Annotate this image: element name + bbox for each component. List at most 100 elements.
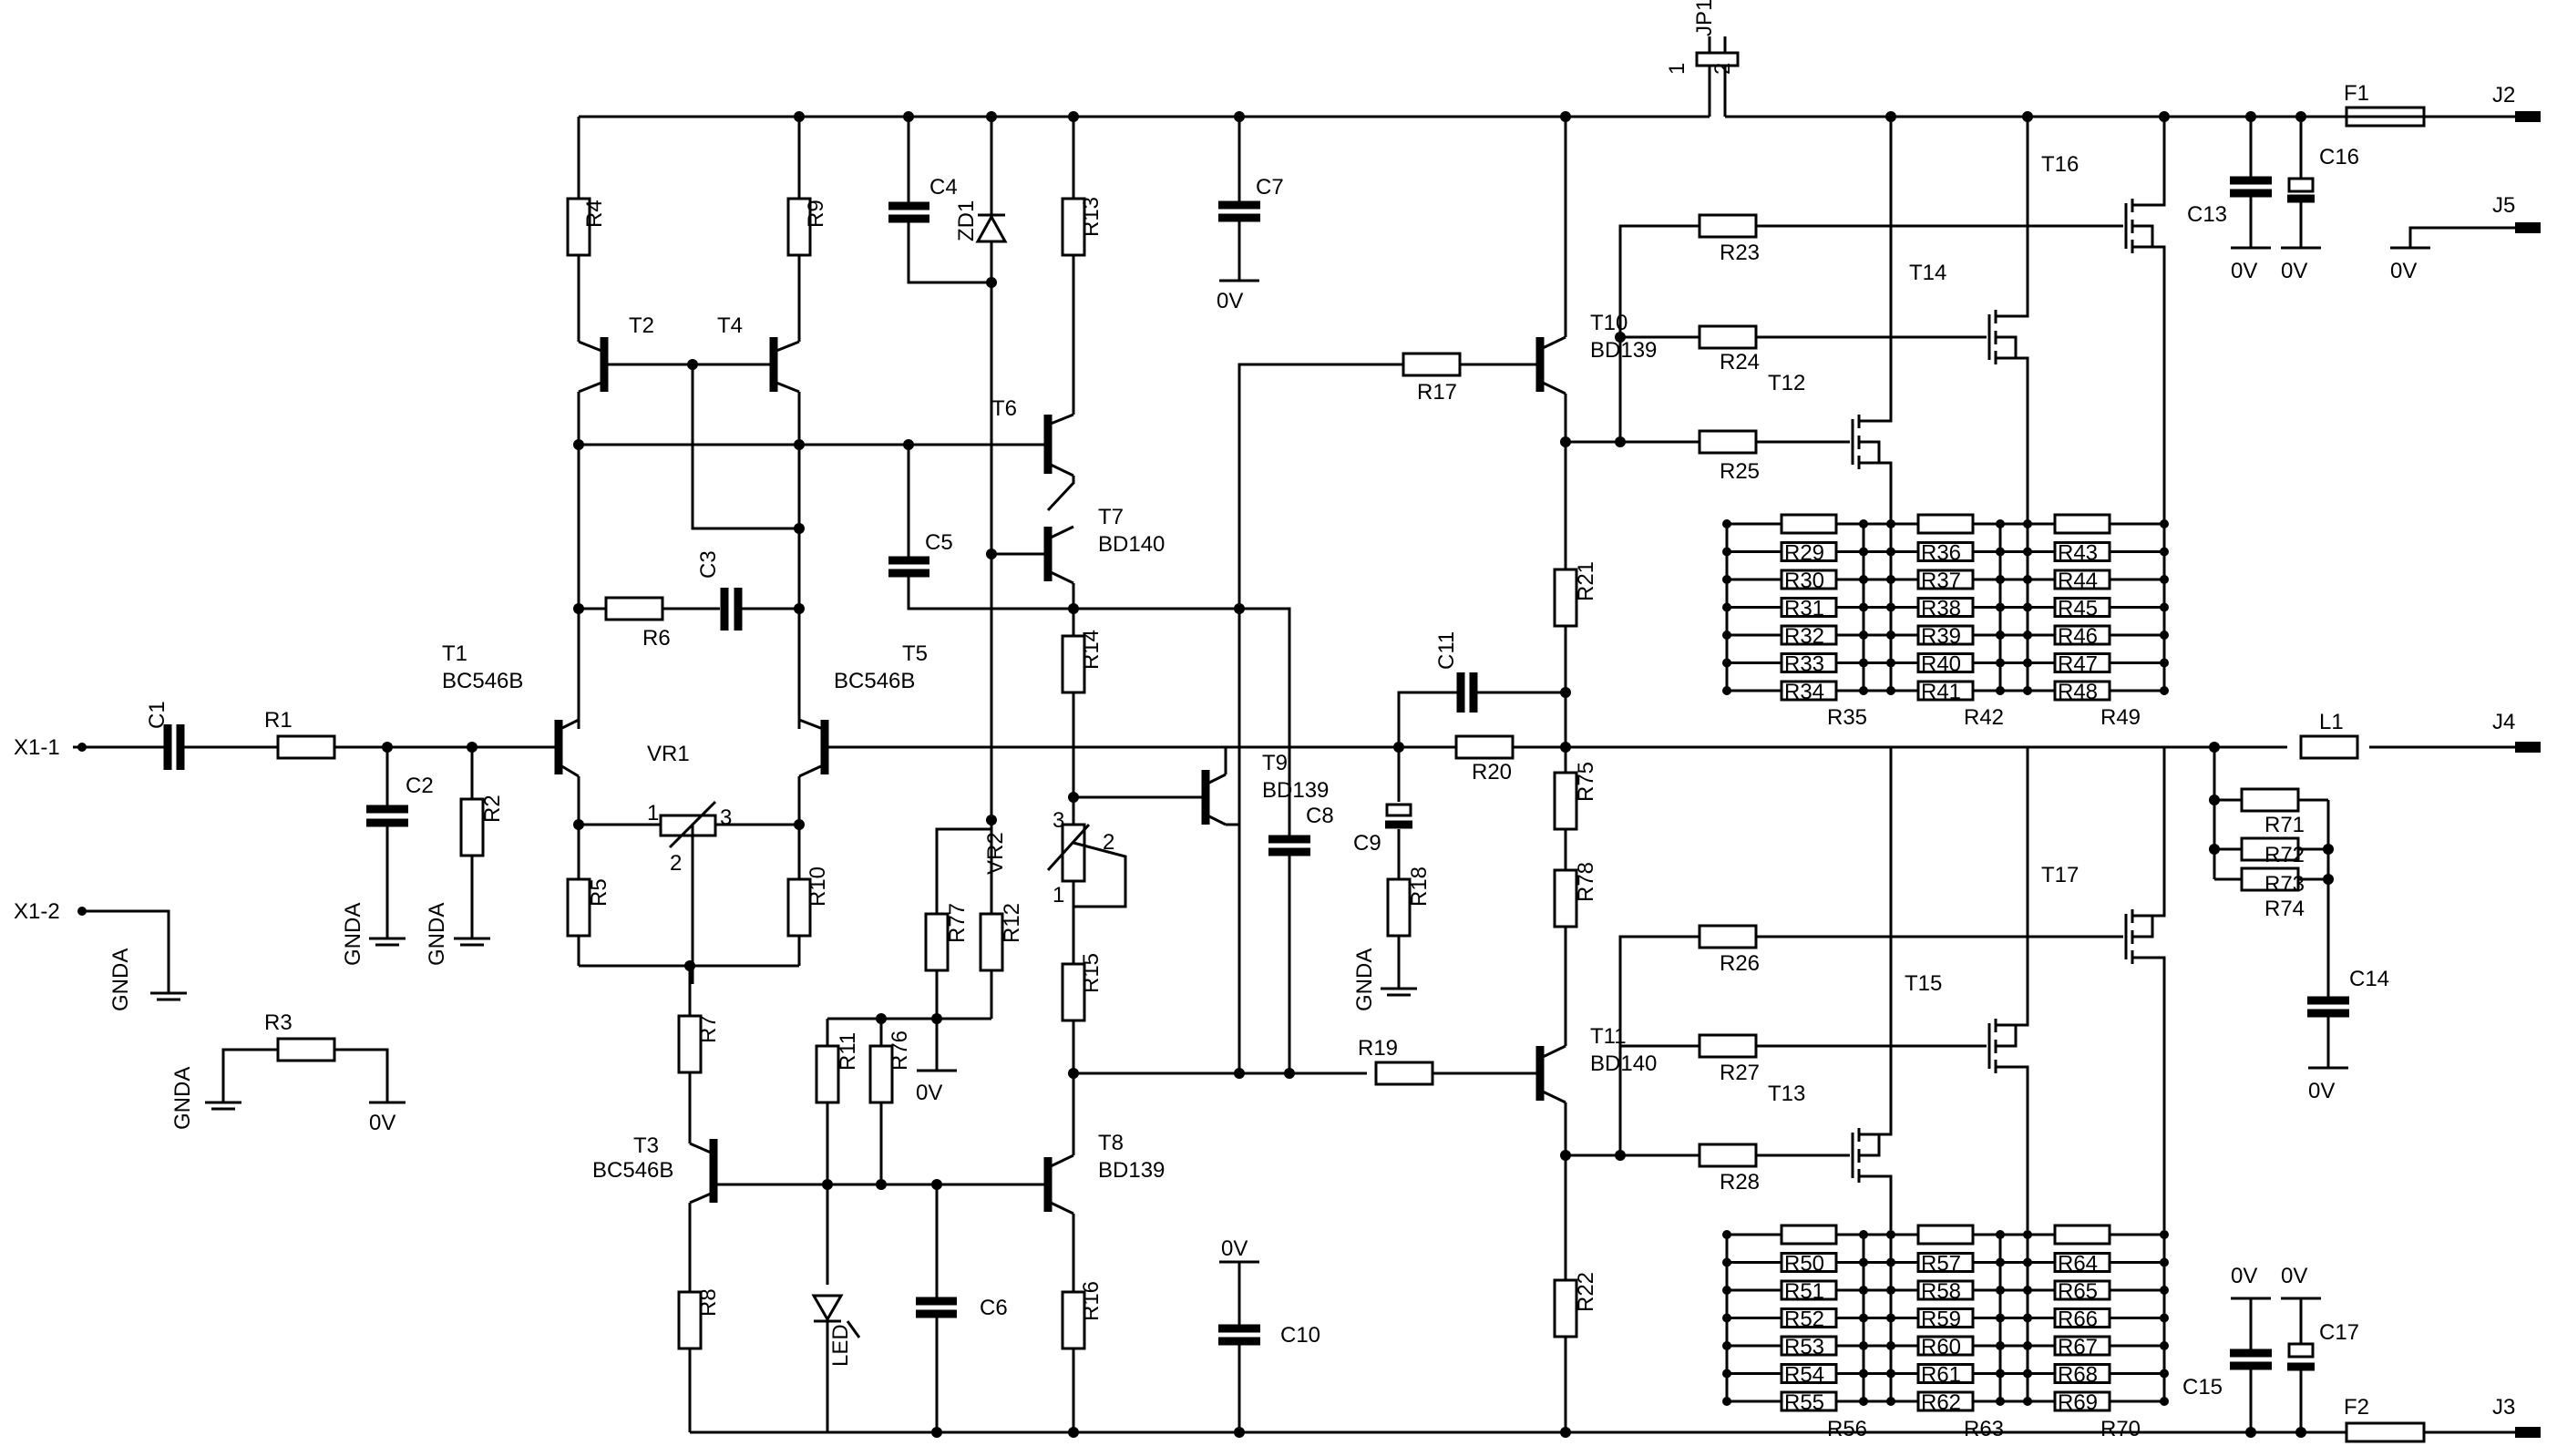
svg-text:R18: R18: [1407, 866, 1432, 907]
resistor-r9: R9: [786, 117, 828, 342]
svg-text:BD140: BD140: [1098, 532, 1165, 557]
bank-resistor-label: R58: [1921, 1279, 1961, 1304]
svg-text:3: 3: [720, 805, 732, 830]
resistor-r8: R8: [677, 1288, 721, 1432]
svg-text:R27: R27: [1720, 1061, 1760, 1085]
svg-text:R75: R75: [1574, 762, 1598, 802]
svg-text:R2: R2: [480, 795, 505, 823]
svg-text:R49: R49: [2100, 705, 2141, 730]
svg-text:GNDA: GNDA: [108, 948, 133, 1011]
mosfet-t12: T12: [1768, 117, 1893, 524]
svg-text:R10: R10: [806, 866, 830, 907]
bias-line-t6: [573, 439, 1048, 450]
mosfet-t13: T13: [1768, 747, 1893, 1230]
transistor-t7: T7 BD140: [991, 505, 1165, 629]
bank-resistor-label: R62: [1921, 1390, 1961, 1415]
svg-text:T12: T12: [1768, 371, 1805, 395]
svg-text:0V: 0V: [2308, 1079, 2335, 1103]
mosfet-t14: T14: [1909, 117, 2029, 524]
capacitor-c16: C16 0V: [2281, 117, 2359, 283]
bank-resistor-label: R37: [1921, 569, 1961, 593]
terminal-j3[interactable]: J3: [2492, 1395, 2541, 1438]
capacitor-c8: C8: [1268, 804, 1334, 1073]
transistor-t5: T5 BC546B: [797, 641, 928, 825]
svg-text:0V: 0V: [2231, 259, 2257, 283]
input-x1-2[interactable]: X1-2 GNDA: [14, 899, 187, 1011]
resistor-r76: R76: [868, 1019, 912, 1184]
resistor-r5: R5: [566, 825, 611, 966]
svg-text:2: 2: [1710, 63, 1735, 75]
svg-text:R1: R1: [264, 708, 293, 733]
svg-text:BC546B: BC546B: [834, 669, 915, 693]
svg-text:R78: R78: [1574, 862, 1598, 902]
t9-to-r17: [1226, 363, 1403, 826]
svg-text:R20: R20: [1472, 760, 1512, 784]
svg-text:0V: 0V: [2390, 259, 2417, 283]
capacitor-c9: C9: [1353, 747, 1412, 879]
bank-resistor-label: R36: [1921, 541, 1961, 566]
svg-text:GNDA: GNDA: [425, 903, 449, 966]
bank-resistor-label: R64: [2058, 1252, 2098, 1277]
svg-text:R12: R12: [1000, 903, 1024, 943]
svg-text:T4: T4: [717, 313, 743, 338]
svg-text:R22: R22: [1574, 1272, 1598, 1312]
svg-text:J3: J3: [2492, 1395, 2515, 1420]
svg-text:R73: R73: [2264, 872, 2305, 897]
svg-text:T7: T7: [1098, 505, 1124, 529]
jumper-jp1[interactable]: 1 2 JP1: [1665, 0, 1740, 117]
svg-text:C6: C6: [980, 1296, 1008, 1320]
bank-resistor-label: R67: [2058, 1335, 2098, 1359]
transistor-t11: T11 BD140: [1535, 1024, 1657, 1280]
resistor-r1: R1: [264, 708, 336, 760]
bank-resistor-label: R53: [1784, 1335, 1824, 1359]
bank-resistor-label: R41: [1921, 680, 1961, 704]
bank-resistor-label: R59: [1921, 1307, 1961, 1332]
svg-text:L1: L1: [2319, 710, 2344, 734]
svg-text:F1: F1: [2344, 81, 2369, 106]
svg-text:R13: R13: [1079, 197, 1104, 237]
capacitor-c13: C13 0V: [2187, 117, 2272, 283]
zobel-network: R71 R72 R73 R74: [2209, 747, 2334, 998]
inductor-l1: L1: [2299, 710, 2359, 760]
terminal-j2[interactable]: J2: [2492, 83, 2541, 122]
bank-resistor-label: R54: [1784, 1363, 1824, 1388]
svg-text:R76: R76: [888, 1030, 912, 1071]
svg-text:R19: R19: [1358, 1036, 1398, 1061]
fuse-f1: F1: [2344, 81, 2426, 128]
resistor-r15: R15: [1061, 881, 1104, 1073]
svg-text:C1: C1: [145, 701, 169, 729]
input-x1-1[interactable]: X1-1: [14, 735, 87, 760]
bank-resistor-label: R43: [2058, 541, 2098, 566]
transistor-t6: T6: [991, 396, 1075, 512]
capacitor-c6: C6: [916, 1184, 1008, 1432]
resistor-r23: R23: [1698, 213, 2123, 265]
svg-text:R24: R24: [1720, 350, 1760, 374]
source-resistor-banks: R29R30R31R32R33R34R36R37R38R39R40R41R43R…: [1722, 513, 2169, 1415]
transistor-t1: T1 BC546B: [442, 641, 580, 825]
capacitor-c14: C14 0V: [2307, 967, 2389, 1103]
bank-resistor-label: R51: [1784, 1279, 1824, 1304]
svg-text:T2: T2: [629, 313, 654, 338]
svg-text:T10: T10: [1590, 311, 1628, 335]
resistor-r12: R12: [979, 820, 1024, 1019]
transistor-t8: T8 BD139: [1043, 1073, 1165, 1292]
potentiometer-vr2[interactable]: 3 2 1 VR2: [983, 808, 1127, 908]
terminal-j4[interactable]: J4: [2492, 710, 2541, 753]
bank-resistor-label: R39: [1921, 624, 1961, 649]
svg-text:BD139: BD139: [1590, 338, 1657, 363]
capacitor-c15: 0V C15: [2182, 1264, 2272, 1432]
svg-text:LED: LED: [828, 1324, 853, 1367]
bank-resistor-label: R48: [2058, 680, 2098, 704]
svg-text:R21: R21: [1574, 561, 1598, 601]
mosfet-t15: T15: [1905, 747, 2029, 1230]
terminal-j5[interactable]: J5 0V: [2390, 193, 2541, 283]
fuse-f2: F2: [2344, 1395, 2426, 1443]
svg-text:JP1: JP1: [1692, 0, 1717, 36]
capacitor-c1: C1: [145, 701, 185, 774]
bank-resistor-label: R44: [2058, 569, 2098, 593]
mosfet-t16: T16: [2041, 117, 2166, 524]
bank-resistor-label: R47: [2058, 652, 2098, 677]
potentiometer-vr1[interactable]: VR1 1 3 2: [573, 742, 805, 984]
transistor-t10: T10 BD139: [1535, 117, 1657, 569]
